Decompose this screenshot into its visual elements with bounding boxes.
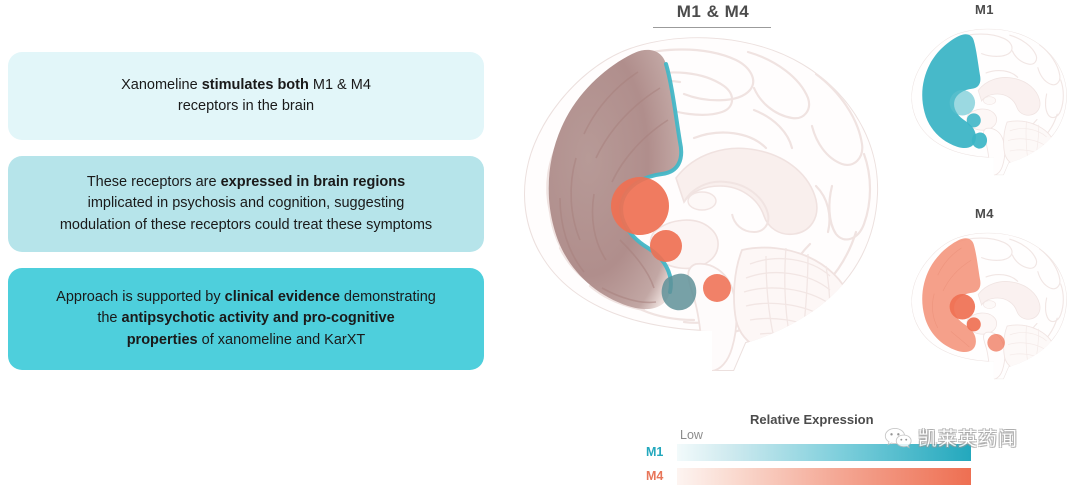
- legend-key-m4: M4: [646, 469, 664, 483]
- legend-title: Relative Expression: [750, 412, 874, 427]
- expression-dots: [611, 177, 731, 311]
- legend-low-label: Low: [680, 428, 703, 442]
- dot-hippocampus: [661, 273, 697, 311]
- brain-diagram-m4: [900, 226, 1080, 381]
- message-card-2: These receptors are expressed in brain r…: [8, 156, 484, 252]
- brain-diagram-combined: [498, 26, 908, 371]
- watermark-text: 凯莱英药闻: [918, 428, 1019, 450]
- m4-expression-dots: [949, 294, 1005, 352]
- m1-frontal-cortex: [922, 34, 981, 149]
- panel-label-m1: M1: [975, 2, 994, 17]
- legend-row-m4: M4: [640, 468, 980, 486]
- brain-diagram-m1: [900, 22, 1080, 177]
- brain-svg-combined: [524, 37, 879, 371]
- figure-title: M1 & M4: [676, 2, 750, 21]
- watermark: 凯莱英药闻: [884, 424, 1018, 451]
- figure-title-divider: [653, 27, 771, 28]
- wechat-logo-icon: [884, 427, 912, 448]
- brain-svg-m1: [911, 28, 1067, 176]
- dot-thalamus: [650, 230, 682, 262]
- figure-title-block: M1 & M4: [653, 2, 773, 28]
- message-card-2-text: These receptors are expressed in brain r…: [59, 174, 433, 233]
- panel-label-m4: M4: [975, 206, 994, 221]
- dot-midbrain: [703, 274, 731, 302]
- legend: Relative Expression Low M1 M4: [640, 410, 980, 485]
- legend-key-m1: M1: [646, 445, 664, 459]
- message-card-3-text: Approach is supported by clinical eviden…: [56, 289, 436, 348]
- message-card-3: Approach is supported by clinical eviden…: [8, 268, 484, 370]
- legend-gradient-bar-m1: [677, 444, 971, 461]
- dot-striatum: [611, 177, 669, 235]
- brain-svg-m4: [911, 232, 1067, 380]
- m1-expression-dots: [949, 90, 988, 149]
- legend-row-m1: M1: [640, 444, 980, 462]
- m4-frontal-cortex: [922, 238, 981, 353]
- legend-gradient-bar-m4: [677, 468, 971, 485]
